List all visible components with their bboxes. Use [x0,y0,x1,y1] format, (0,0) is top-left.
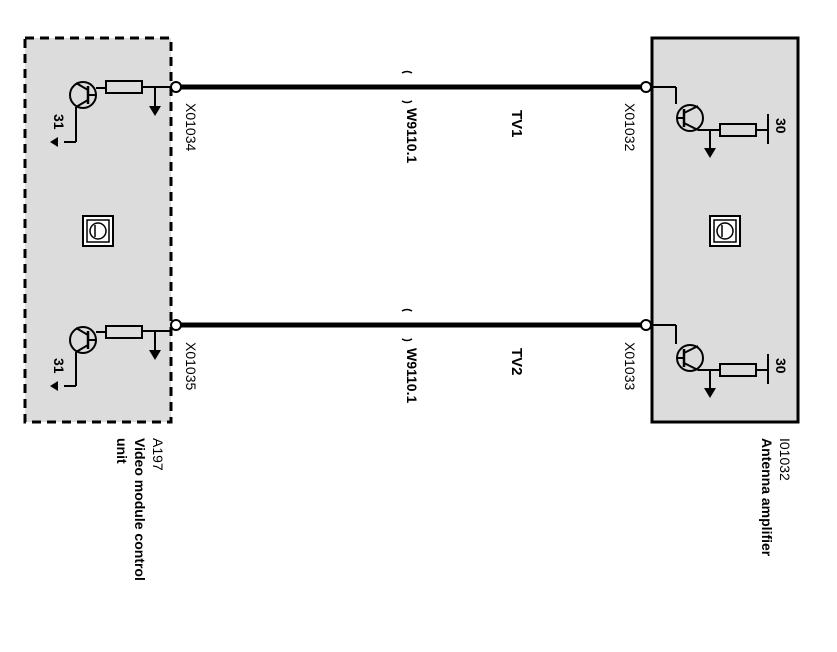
wire-label-tv2: W9110.1 [404,348,420,403]
arrow-down-icon [704,148,716,158]
connector-pin-icon [170,319,182,331]
connector-label-x01032: X01032 [622,103,638,151]
connector-pin-icon [640,319,652,331]
ground-label-top: 31 [51,114,67,130]
wire-break-icon [401,308,413,342]
transistor-icon [676,344,704,372]
transistor-icon [69,326,97,354]
ground-label-bottom: 31 [51,358,67,374]
wire-label-tv1: W9110.1 [404,108,420,163]
supply-label-top: 30 [773,118,789,134]
wire-break-icon [401,70,413,104]
connector-label-x01035: X01035 [183,342,199,390]
module-id-i01032: I01032 [777,438,793,481]
left-upper-transistor-circuit: 31 [50,80,172,147]
arrow-down-icon [149,350,161,360]
antenna-amplifier-symbol-icon [709,215,741,247]
wire-tv2 [170,308,652,342]
connector-label-x01034: X01034 [183,103,199,151]
signal-label-tv1: TV1 [508,110,525,138]
module-id-a197: A197 [150,438,166,471]
module-name-video-line2: unit [114,438,130,464]
connector-label-x01033: X01033 [622,342,638,390]
arrow-down-icon [149,106,161,116]
connector-pin-icon [170,81,182,93]
supply-label-bottom: 30 [773,358,789,374]
connector-pin-icon [640,81,652,93]
signal-label-tv2: TV2 [508,348,525,376]
module-name-video-line1: Video module control [132,438,148,581]
left-lower-transistor-circuit: 31 [50,325,172,391]
arrow-down-icon [704,388,716,398]
right-upper-transistor-circuit: 30 [652,86,789,158]
transistor-icon [69,81,97,109]
right-lower-transistor-circuit: 30 [652,324,789,398]
video-module-symbol-icon [82,215,114,247]
ground-arrow-icon [50,137,58,147]
transistor-icon [676,104,704,132]
wire-tv1 [170,70,652,104]
module-name-antenna-amplifier: Antenna amplifier [759,438,775,557]
ground-arrow-icon [50,381,58,391]
